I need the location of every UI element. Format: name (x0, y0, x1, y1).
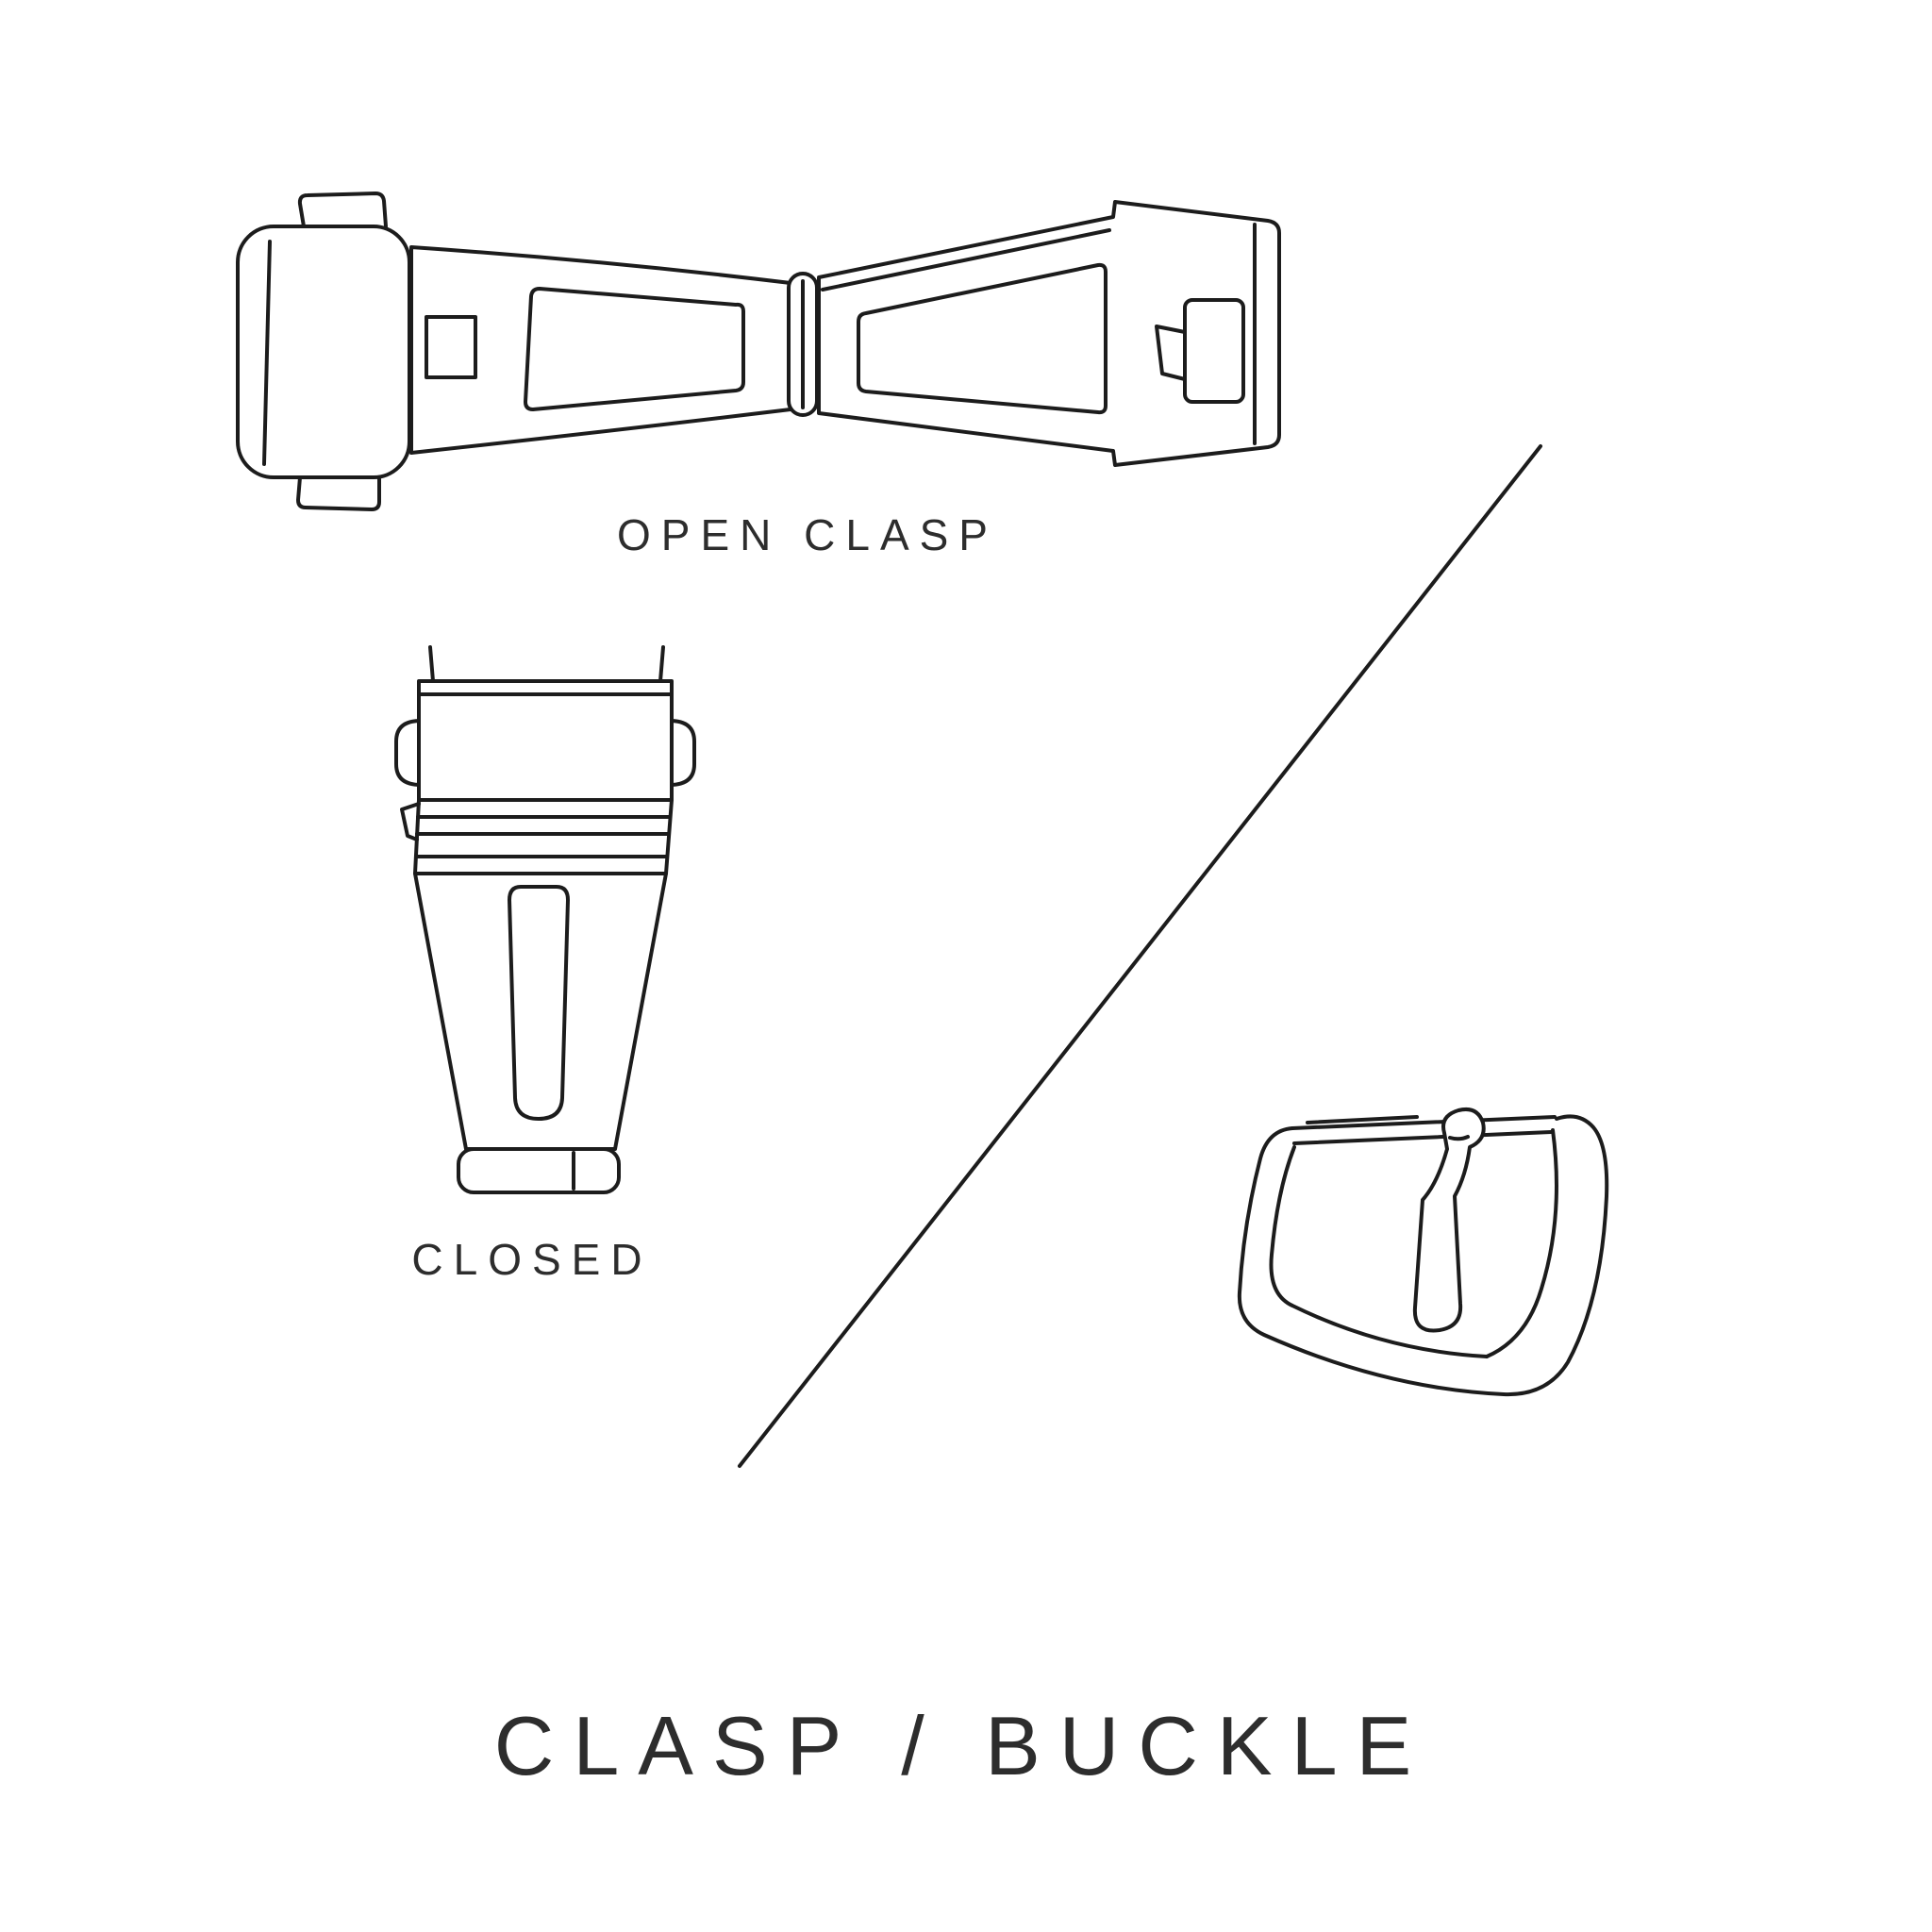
buckle-tang-loop-line (1448, 1135, 1470, 1141)
clasp-latch (1183, 298, 1245, 404)
clasp-latch-hook (1155, 325, 1187, 381)
clasp-prong-left (428, 645, 435, 683)
clasp-prong-right (658, 645, 665, 683)
clasp-ear-left (394, 719, 423, 787)
clasp-release-notch (425, 315, 477, 379)
clasp-end-cap (236, 225, 411, 479)
clasp-left-link-inner (524, 287, 745, 411)
buckle-illustration (1237, 1107, 1609, 1397)
clasp-bands (413, 798, 674, 875)
clasp-lever-tab (400, 802, 421, 841)
open-clasp-illustration (236, 192, 1281, 511)
clasp-ear-right (668, 719, 696, 787)
buckle-pin (1306, 1115, 1419, 1124)
page-title: CLASP / BUCKLE (493, 1699, 1431, 1792)
clasp-right-link-fold (821, 228, 1111, 291)
buckle-frame-outer (1237, 1114, 1609, 1397)
buckle-tang (1412, 1107, 1486, 1333)
clasp-slot (508, 885, 570, 1121)
buckle-frame-inner-right (1485, 1128, 1558, 1358)
closed-clasp-illustration (394, 645, 696, 1194)
open-clasp-caption: OPEN CLASP (617, 510, 998, 559)
closed-caption: CLOSED (411, 1235, 653, 1284)
clasp-bottom-cap (457, 1147, 621, 1194)
buckle-frame-inner-left (1269, 1145, 1489, 1358)
diagonal-divider (738, 444, 1542, 1468)
buckle-bar-lower (1292, 1130, 1553, 1145)
clasp-end-cap-tab-bottom (296, 475, 381, 511)
clasp-right-link-inner (857, 262, 1108, 415)
clasp-end-cap-tab-top (297, 192, 388, 228)
clasp-end-cap-edge (262, 240, 272, 466)
clasp-body (413, 872, 668, 1151)
clasp-top-plate (417, 679, 674, 802)
buckle-bar (1291, 1115, 1557, 1130)
